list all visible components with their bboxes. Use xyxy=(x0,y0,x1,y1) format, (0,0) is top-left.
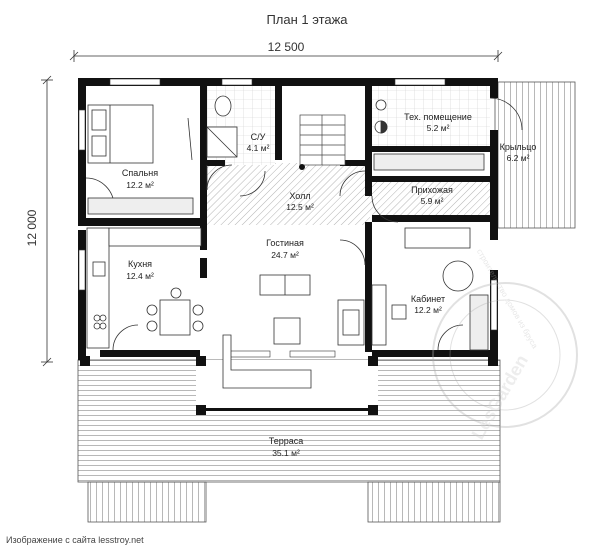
tech-name: Тех. помещение xyxy=(404,112,472,122)
tech-fixtures xyxy=(373,99,485,171)
tech-area: 5.2 м² xyxy=(427,123,450,133)
entry-floor xyxy=(370,181,490,215)
office-area: 12.2 м² xyxy=(414,305,442,315)
tech-floor xyxy=(370,85,490,147)
entry-name: Прихожая xyxy=(411,185,453,195)
office-name: Кабинет xyxy=(411,294,445,304)
terrace-area: 35.1 м² xyxy=(272,448,300,458)
hall-name: Холл xyxy=(289,191,310,201)
bathroom-name: С/У xyxy=(251,132,266,142)
hall-area: 12.5 м² xyxy=(286,202,314,212)
living-name: Гостиная xyxy=(266,238,304,248)
staircase xyxy=(299,114,346,166)
bedroom-furniture xyxy=(87,104,194,215)
height-label: 12 000 xyxy=(25,209,39,246)
width-dimension: 12 500 xyxy=(69,40,503,62)
office-furniture xyxy=(371,227,489,351)
width-label: 12 500 xyxy=(268,40,305,54)
room-labels: Спальня 12.2 м² С/У 4.1 м² Тех. помещени… xyxy=(122,112,536,458)
kitchen-furniture xyxy=(86,227,204,349)
entry-area: 5.9 м² xyxy=(421,196,444,206)
kitchen-area: 12.4 м² xyxy=(126,271,154,281)
kitchen-name: Кухня xyxy=(128,259,152,269)
porch-deck xyxy=(494,81,576,229)
bedroom-area: 12.2 м² xyxy=(126,180,154,190)
living-area: 24.7 м² xyxy=(271,250,299,260)
column-dot xyxy=(299,164,305,170)
height-dimension: 12 000 xyxy=(25,75,53,367)
porch-area: 6.2 м² xyxy=(507,153,530,163)
porch-name: Крыльцо xyxy=(500,142,537,152)
doors xyxy=(85,97,523,351)
plan-title: План 1 этажа xyxy=(266,12,348,27)
living-furniture xyxy=(222,274,365,389)
hall-floor xyxy=(205,163,370,225)
bedroom-name: Спальня xyxy=(122,168,158,178)
source-caption: Изображение с сайта lesstroy.net xyxy=(6,535,144,545)
windows xyxy=(78,78,498,358)
bathroom-fixtures xyxy=(206,95,238,158)
terrace-name: Терраса xyxy=(269,436,304,446)
bathroom-area: 4.1 м² xyxy=(247,143,270,153)
